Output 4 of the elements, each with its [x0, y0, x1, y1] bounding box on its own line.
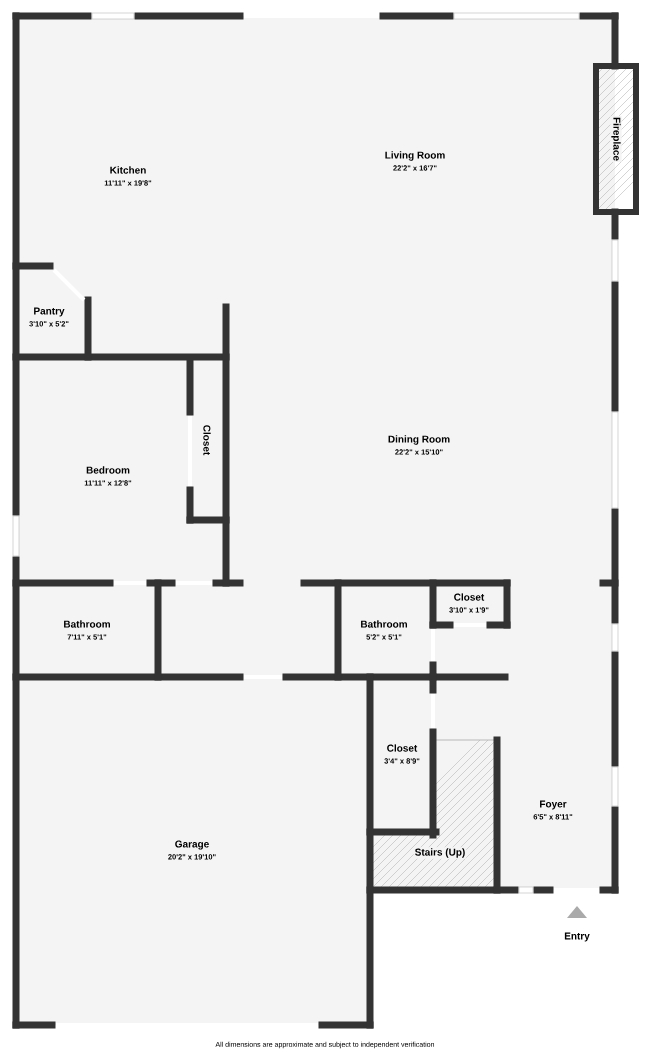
fireplace-box: Fireplace [593, 63, 639, 215]
room-label: Stairs (Up) [413, 847, 467, 859]
room-label: Closet [203, 425, 211, 456]
entry-label: Entry [564, 932, 590, 942]
